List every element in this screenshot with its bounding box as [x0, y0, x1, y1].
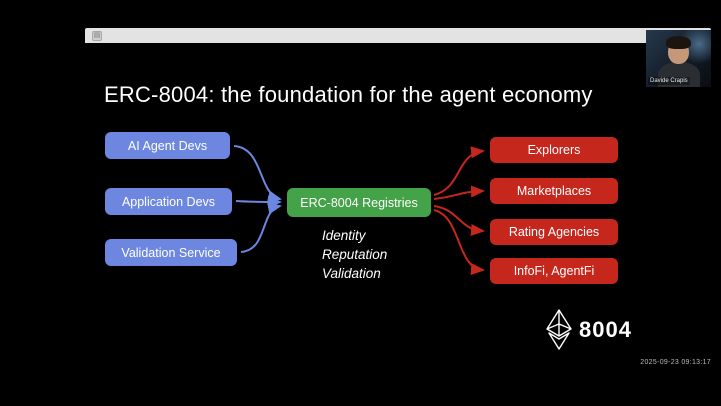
registry-function-identity: Identity — [322, 228, 366, 243]
registry-function-validation: Validation — [322, 266, 381, 281]
registry-function-reputation: Reputation — [322, 247, 388, 262]
node-ai-agent-devs: AI Agent Devs — [105, 132, 230, 159]
node-explorers: Explorers — [490, 137, 618, 163]
recording-timestamp: 2025-09-23 09:13:17 — [640, 359, 711, 366]
arrow-registries-to-explorers — [433, 146, 485, 196]
browser-menu-icon[interactable]: ▤ — [92, 30, 102, 41]
registry-functions: Identity Reputation Validation — [322, 226, 387, 283]
arrow-registries-to-infofi-agentfi — [433, 209, 485, 276]
participant-name-label: Davide Crapis — [648, 77, 690, 85]
node-marketplaces: Marketplaces — [490, 178, 618, 204]
participant-silhouette-body — [658, 62, 700, 87]
participant-silhouette-hair — [666, 36, 691, 49]
arrow-registries-to-rating-agencies — [433, 205, 485, 237]
participant-video-tile[interactable]: Davide Crapis — [646, 30, 711, 87]
arrow-ai-agent-devs-to-registries — [233, 145, 282, 203]
arrow-validation-service-to-registries — [240, 202, 282, 253]
browser-titlebar: ▤ — [85, 28, 711, 43]
node-rating-agencies: Rating Agencies — [490, 219, 618, 245]
node-erc8004-registries: ERC-8004 Registries — [287, 188, 431, 217]
logo-8004-text: 8004 — [579, 317, 632, 342]
node-infofi-agentfi: InfoFi, AgentFi — [490, 258, 618, 284]
node-validation-service: Validation Service — [105, 239, 237, 266]
ethereum-diamond-icon — [546, 309, 572, 350]
node-application-devs: Application Devs — [105, 188, 232, 215]
arrow-registries-to-marketplaces — [433, 185, 485, 200]
arrow-application-devs-to-registries — [235, 195, 282, 208]
slide-title: ERC-8004: the foundation for the agent e… — [104, 82, 593, 107]
